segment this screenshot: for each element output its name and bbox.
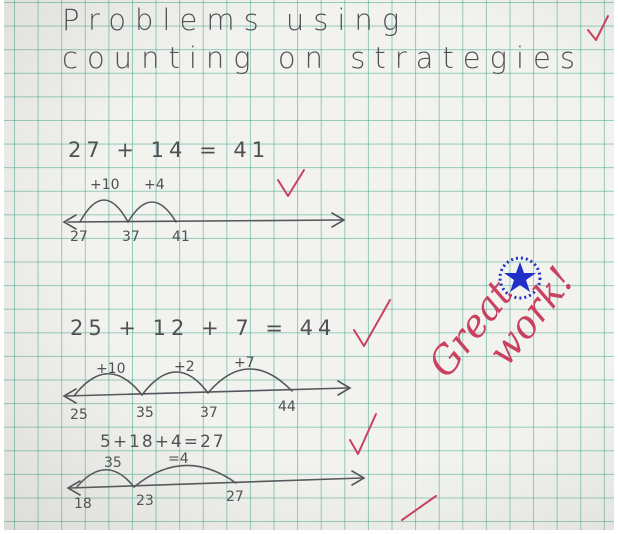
problem-3-mark-2: 23 (136, 493, 154, 509)
problem-2-mark-4: 44 (278, 399, 296, 415)
problem-1-jump-2: +4 (144, 177, 165, 193)
header-line-2: counting on strategies (62, 41, 585, 75)
problem-2-mark-1: 25 (70, 407, 88, 423)
checkmark-bottom (401, 495, 437, 521)
problem-2-equation: 25 + 12 + 7 = 44 (70, 316, 337, 340)
problem-2-number-line (62, 368, 352, 404)
problem-1-jump-1: +10 (90, 177, 120, 193)
problem-2-mark-2: 35 (136, 405, 154, 421)
worksheet-photo: Problems using counting on strategies 27… (4, 0, 614, 530)
pencil-drawings (62, 15, 609, 521)
problem-2-jump-2: +2 (174, 359, 195, 375)
problem-3-jump-2: =4 (168, 451, 189, 467)
problem-3-mark-3: 27 (226, 489, 244, 505)
problem-3-equation: 5+18+4=27 (100, 432, 226, 452)
problem-1-mark-2: 37 (122, 229, 140, 245)
problem-3-mark-1: 18 (74, 496, 92, 512)
checkmark-problem-1 (277, 169, 305, 197)
checkmark-problem-3 (349, 413, 377, 455)
checkmark-header (587, 15, 609, 41)
problem-1-equation: 27 + 14 = 41 (68, 138, 271, 162)
header-line-1: Problems using (62, 3, 409, 37)
problem-1-mark-3: 41 (172, 229, 190, 245)
problem-1-number-line (62, 199, 346, 230)
problem-2-mark-3: 37 (200, 405, 218, 421)
problem-2-jump-3: +7 (234, 355, 255, 371)
checkmark-problem-2 (353, 299, 391, 347)
problem-3-number-line (66, 464, 366, 496)
problem-1-mark-1: 27 (70, 229, 88, 245)
problem-2-jump-1: +10 (96, 361, 126, 377)
star-stamp-icon (498, 256, 542, 300)
problem-3-jump-1: 35 (104, 455, 122, 471)
